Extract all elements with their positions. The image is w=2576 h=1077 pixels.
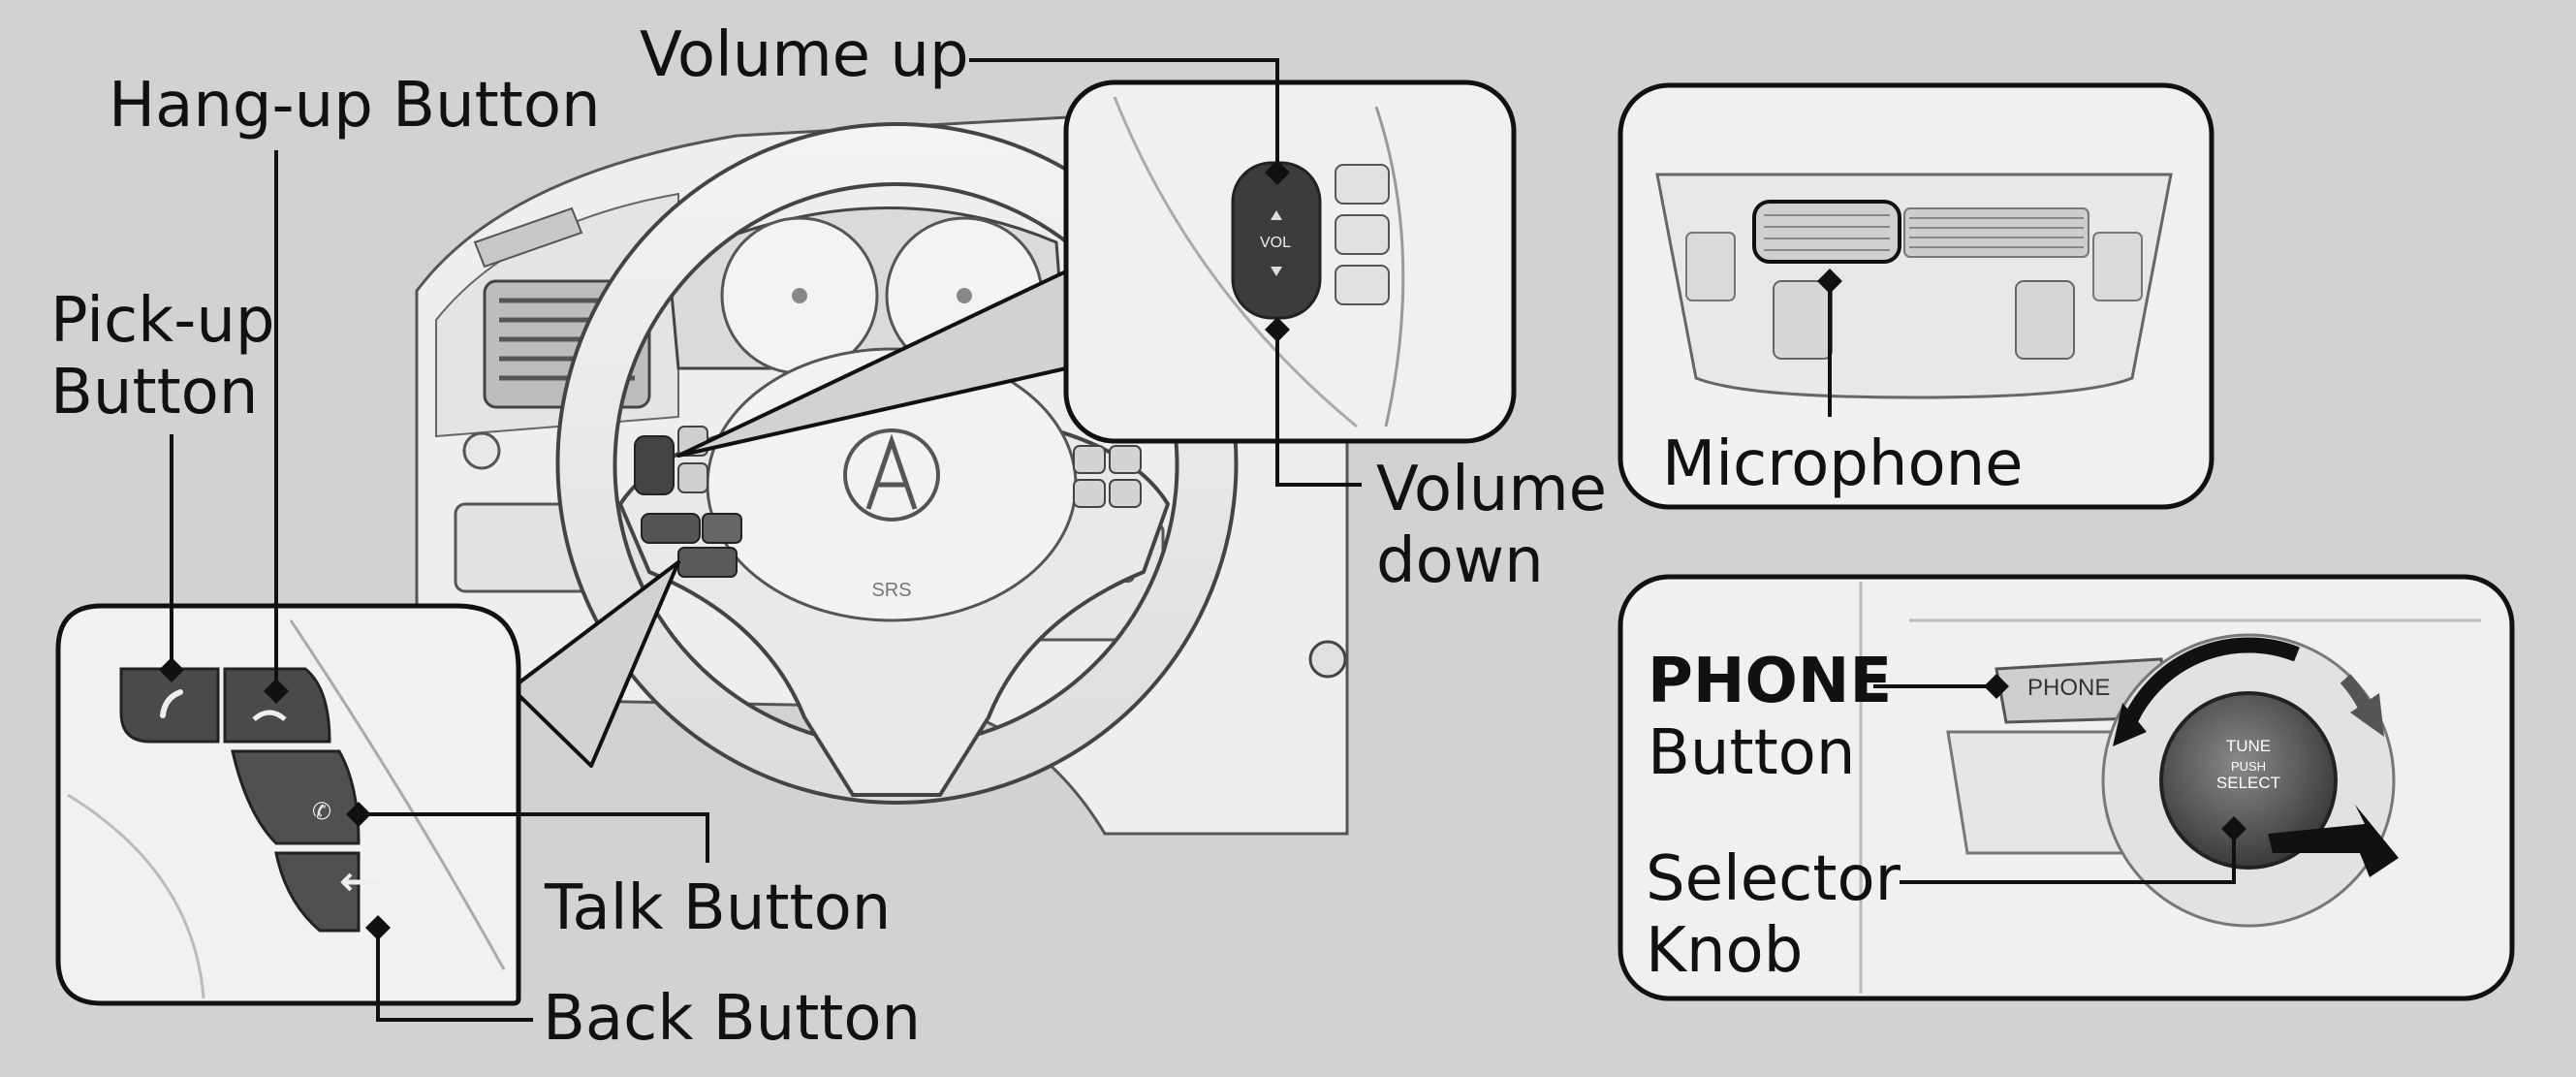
- label-phone-line1: PHONE: [1648, 646, 1893, 717]
- label-back-button: Back Button: [543, 983, 922, 1055]
- knob-text-tune: TUNE: [2225, 737, 2272, 755]
- svg-text:SRS: SRS: [871, 580, 911, 601]
- leader-lines: [170, 58, 2236, 1022]
- label-volume-down-line2: down: [1376, 525, 1544, 597]
- label-microphone: Microphone: [1662, 428, 2024, 500]
- label-pick-up-line1: Pick-up: [50, 285, 275, 357]
- label-volume-up: Volume up: [640, 19, 969, 91]
- knob-text-select: SELECT: [2215, 774, 2281, 792]
- label-pick-up-line2: Button: [50, 357, 259, 428]
- knob-text-push: PUSH: [2230, 759, 2267, 774]
- volume-switch-inset: [1063, 79, 1517, 444]
- label-talk-button: Talk Button: [545, 872, 892, 944]
- leader-dots: [159, 160, 2246, 940]
- phone-button-face-text: PHONE: [2027, 675, 2111, 701]
- label-phone-line2: Button: [1648, 717, 1856, 789]
- label-volume-down-line1: Volume: [1376, 454, 1608, 525]
- vol-switch-text: VOL: [1260, 235, 1292, 251]
- label-hang-up-button: Hang-up Button: [109, 70, 601, 142]
- audio-panel-inset: [1618, 574, 2515, 1001]
- phone-buttons-inset: ✆: [55, 603, 521, 1006]
- svg-text:✆: ✆: [312, 798, 331, 825]
- label-selector-line1: Selector: [1646, 843, 1901, 915]
- label-selector-line2: Knob: [1646, 915, 1804, 987]
- microphone-inset: [1618, 82, 2215, 510]
